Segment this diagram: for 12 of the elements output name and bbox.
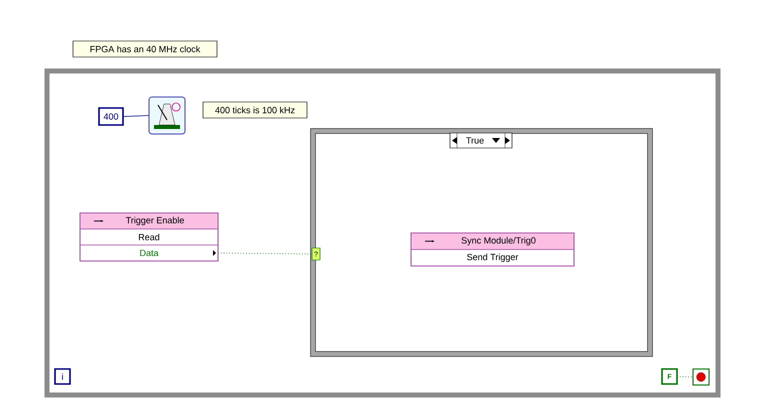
function-node: Sync Module/Trig0 Send Trigger [410, 232, 574, 266]
function-node: Trigger Enable Read Data [80, 212, 218, 262]
wait-timer-icon [148, 96, 186, 134]
comment-label: 400 ticks is 100 kHz [202, 102, 308, 118]
stop-button [692, 368, 710, 386]
wire [218, 252, 312, 254]
comment-label: FPGA has an 40 MHz clock [72, 40, 218, 58]
while-loop-frame [44, 68, 720, 398]
numeric-constant: i [54, 368, 71, 385]
numeric-constant: 400 [98, 107, 124, 126]
wire [676, 376, 694, 378]
wire [122, 115, 150, 117]
